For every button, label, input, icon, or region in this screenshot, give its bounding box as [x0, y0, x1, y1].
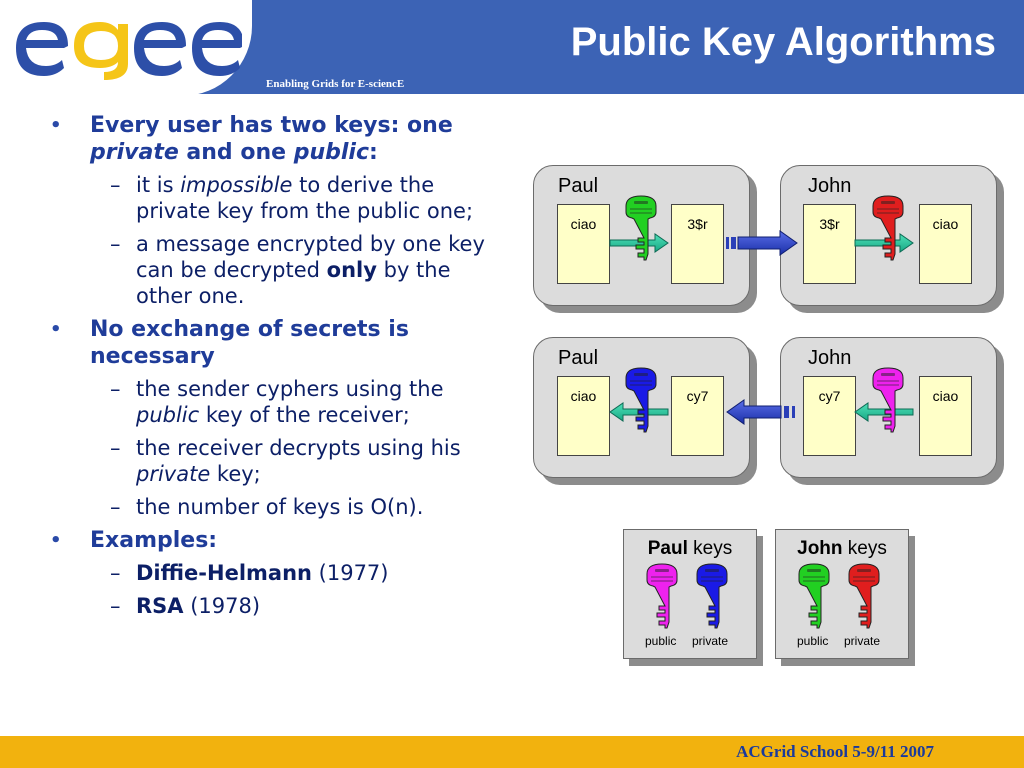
public-key-label: public [797, 634, 829, 648]
bullet-two-keys: • Every user has two keys: one private a… [50, 113, 453, 165]
paul-keys-title: Paul keys [647, 538, 733, 559]
public-key-label: public [645, 634, 677, 648]
egee-logo [16, 22, 242, 80]
sub-bullet-rsa: – RSA (1978) [110, 594, 261, 618]
dash-marker: – [110, 495, 121, 519]
sub-bullet-sender: – the sender cyphers using the public ke… [110, 377, 444, 427]
ciphertext-document: 3$r [803, 204, 856, 284]
page-title: Public Key Algorithms [570, 20, 996, 64]
paul-encrypt-panel: Paul ciao 3$r [533, 165, 750, 306]
dash-marker: – [110, 232, 121, 256]
public-key-icon [798, 563, 830, 629]
paul-keys-box: Paul keys public private [623, 529, 757, 659]
john-label: John [808, 175, 852, 197]
john-label: John [808, 347, 852, 369]
plaintext-document: ciao [557, 204, 610, 284]
sub-bullet-number-of-keys: – the number of keys is O(n). [110, 495, 424, 519]
bullet-marker: • [50, 115, 62, 136]
public-key-icon [646, 563, 678, 629]
ciphertext-document: 3$r [671, 204, 724, 284]
ciphertext-document: cy7 [803, 376, 856, 456]
plaintext-document: ciao [919, 376, 972, 456]
private-key-label: private [844, 634, 881, 648]
dash-marker: – [110, 594, 121, 618]
slide-header: Enabling Grids for E-sciencE Public Key … [0, 0, 1024, 96]
tagline: Enabling Grids for E-sciencE [266, 78, 405, 90]
private-key-label: private [692, 634, 729, 648]
bullet-marker: • [50, 530, 62, 551]
dash-marker: – [110, 173, 121, 197]
dash-marker: – [110, 561, 121, 585]
footer-text: ACGrid School 5-9/11 2007 [736, 742, 934, 761]
paul-label: Paul [558, 347, 599, 369]
sub-bullet-decrypted-only: – a message encrypted by one key can be … [110, 232, 485, 308]
dash-marker: – [110, 377, 121, 401]
bullet-examples: • Examples: [50, 528, 218, 553]
john-key-icons [798, 563, 880, 629]
private-key-icon [848, 563, 880, 629]
plaintext-document: ciao [557, 376, 610, 456]
john-encrypt-panel: John cy7 ciao [780, 337, 997, 478]
john-keys-box: John keys public private [775, 529, 909, 659]
paul-decrypt-panel: Paul ciao cy7 [533, 337, 750, 478]
sub-bullet-diffie-helmann: – Diffie-Helmann (1977) [110, 561, 389, 585]
paul-label: Paul [558, 175, 599, 197]
slide-footer: ACGrid School 5-9/11 2007 [0, 736, 1024, 768]
dash-marker: – [110, 436, 121, 460]
paul-key-icons [646, 563, 728, 629]
bullet-marker: • [50, 319, 62, 340]
john-decrypt-panel: John 3$r ciao [780, 165, 997, 306]
bullet-no-exchange: • No exchange of secrets is necessary [50, 317, 409, 369]
john-keys-title: John keys [797, 538, 887, 559]
sub-bullet-receiver: – the receiver decrypts using his privat… [110, 436, 461, 486]
sub-bullet-impossible: – it is impossible to derive the private… [110, 173, 474, 223]
plaintext-document: ciao [919, 204, 972, 284]
bullet-list: • Every user has two keys: one private a… [48, 112, 508, 626]
ciphertext-document: cy7 [671, 376, 724, 456]
private-key-icon [696, 563, 728, 629]
